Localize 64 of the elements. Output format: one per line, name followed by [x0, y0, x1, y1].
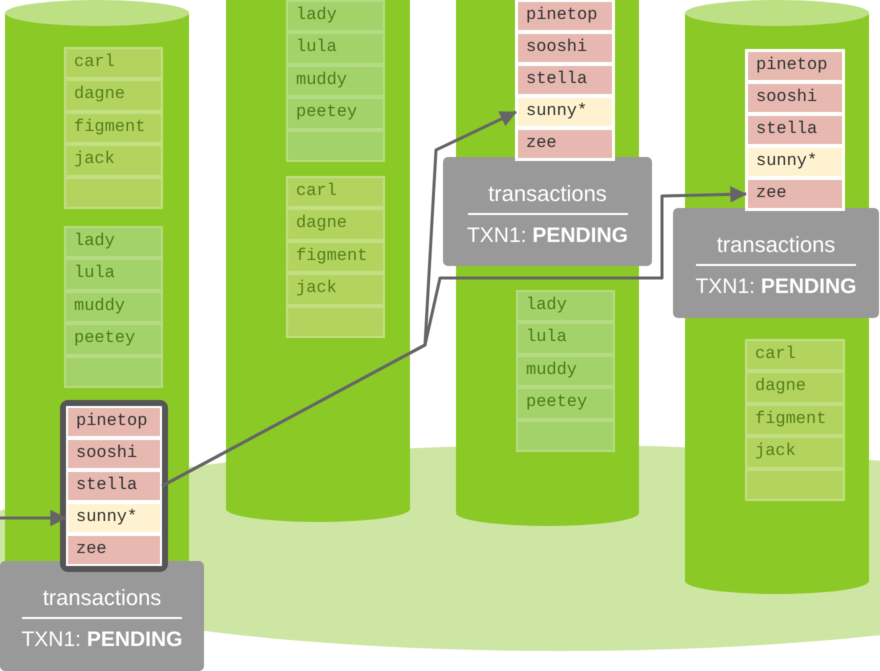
table-row: zee [746, 178, 844, 210]
table-row: stella [516, 64, 614, 96]
panel-heading: transactions [42, 585, 162, 611]
table-row: stella [746, 114, 844, 146]
record-table [286, 0, 385, 162]
table-row: sunny* [746, 146, 844, 178]
empty-row [516, 420, 615, 452]
table-row: muddy [64, 290, 163, 324]
table-row: dagne [286, 208, 385, 241]
table-row: sunny* [66, 502, 162, 534]
table-row: muddy [516, 354, 615, 388]
empty-row [64, 356, 163, 388]
table-row: dagne [64, 79, 163, 112]
panel-heading: transactions [488, 181, 607, 207]
table-row: sooshi [66, 438, 162, 470]
table-row: sunny* [516, 96, 614, 128]
table-row: zee [516, 128, 614, 160]
empty-row [286, 130, 385, 162]
record-table [64, 47, 163, 209]
transaction-panel [673, 208, 879, 318]
table-row: peetey [286, 97, 385, 130]
table-row: pinetop [516, 0, 614, 32]
status-text: TXN1: PENDING [21, 627, 183, 653]
record-table [516, 290, 615, 452]
table-row: figment [745, 404, 845, 436]
record-table [64, 226, 163, 388]
table-row: jack [64, 144, 163, 177]
table-row: carl [745, 339, 845, 372]
table-row: pinetop [66, 406, 162, 438]
empty-row [64, 176, 163, 209]
table-row: muddy [286, 64, 385, 98]
table-row: stella [66, 470, 162, 502]
table-row: carl [286, 176, 385, 208]
transaction-panel [443, 157, 652, 266]
table-row: sooshi [746, 82, 844, 114]
transaction-panel [0, 561, 204, 671]
table-row: lady [516, 290, 615, 322]
table-row: lady [286, 0, 385, 32]
record-table [516, 0, 614, 160]
arrow [0, 510, 67, 526]
table-row: figment [286, 240, 385, 274]
table-row: dagne [745, 371, 845, 404]
record-table [286, 176, 385, 338]
record-table [745, 339, 845, 501]
table-row: lula [516, 322, 615, 355]
empty-row [745, 468, 845, 501]
table-row: zee [66, 534, 162, 566]
table-row: sooshi [516, 32, 614, 64]
table-row: jack [745, 436, 845, 469]
table-row: lady [64, 226, 163, 258]
panel-heading: transactions [716, 232, 836, 258]
status-text: TXN1: PENDING [695, 274, 857, 300]
table-row: peetey [516, 387, 615, 420]
empty-row [286, 306, 385, 338]
arrow [161, 186, 747, 488]
status-text: TXN1: PENDING [466, 223, 628, 249]
table-row: pinetop [746, 50, 844, 82]
table-row: peetey [64, 323, 163, 356]
table-row: carl [64, 47, 163, 80]
table-row: lula [64, 258, 163, 291]
table-row: figment [64, 112, 163, 144]
table-row: jack [286, 273, 385, 306]
record-table [746, 50, 844, 210]
table-row: lula [286, 32, 385, 65]
